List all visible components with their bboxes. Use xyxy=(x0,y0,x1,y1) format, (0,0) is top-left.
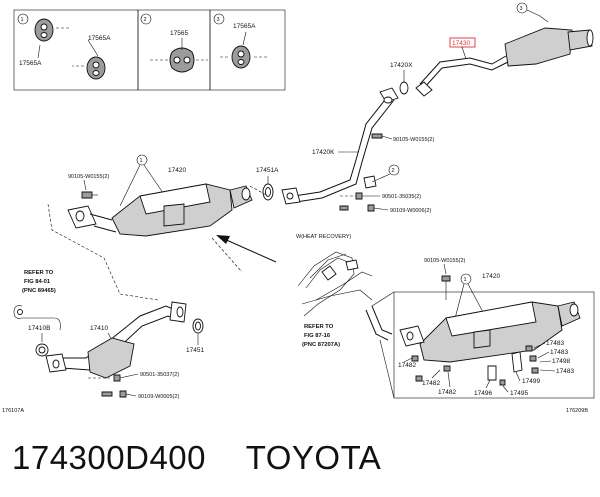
label-17496: 17496 xyxy=(474,390,492,397)
svg-text:2: 2 xyxy=(144,17,147,23)
rubber-hanger-icon xyxy=(231,45,251,69)
part-caption: 174300D400 TOYOTA xyxy=(12,438,592,478)
label-17482: 17482 xyxy=(398,362,416,369)
inset-box-1: 1 17565A 17565A xyxy=(13,9,139,91)
label-17410b: 17410B xyxy=(28,325,50,332)
svg-text:3: 3 xyxy=(520,6,523,12)
inset-box-3: 3 17565A xyxy=(209,9,286,91)
label-90105-w0155: 90105-W0155(2) xyxy=(424,258,465,264)
refer-fig-label: FIG 84-01 xyxy=(24,279,51,285)
lower-left-pipe-17410: REFER TO FIG 84-01 (PNC 89465) 17410B 17… xyxy=(2,270,204,414)
label-17565a: 17565A xyxy=(233,23,256,30)
label-17483: 17483 xyxy=(556,368,574,375)
tail-pipe-assembly: 3 17430 17420X xyxy=(390,2,594,97)
refer-fig-label: FIG 87-16 xyxy=(304,333,331,339)
refer-to-label: REFER TO xyxy=(24,270,54,276)
label-17482: 17482 xyxy=(438,389,456,396)
svg-text:2: 2 xyxy=(392,168,395,174)
label-17565: 17565 xyxy=(170,30,188,37)
refer-pnc-label: (PNC 89465) xyxy=(22,288,56,294)
label-90109-w0006: 90109-W0006(2) xyxy=(390,208,431,214)
label-17499: 17499 xyxy=(522,378,540,385)
label-90105-w0155: 90105-W0155(2) xyxy=(393,137,434,143)
svg-text:1: 1 xyxy=(21,17,24,23)
diagram-code-right: 176209B xyxy=(566,408,588,414)
variant-title: W(HEAT RECOVERY) xyxy=(296,234,351,240)
label-17565a: 17565A xyxy=(19,60,42,67)
heat-recovery-section: W(HEAT RECOVERY) REFER TO FIG 87-16 (PNC… xyxy=(296,234,595,414)
rubber-hanger-icon xyxy=(169,47,195,73)
exhaust-parts-diagram: 1 17565A 17565A 2 17565 xyxy=(2,2,595,414)
rubber-hanger-icon xyxy=(34,18,54,42)
label-90501-35035: 90501-35035(2) xyxy=(382,194,421,200)
diagram-code-left: 176107A xyxy=(2,408,24,414)
label-17420: 17420 xyxy=(482,273,500,280)
label-17420: 17420 xyxy=(168,167,186,174)
label-17483: 17483 xyxy=(546,340,564,347)
svg-text:3: 3 xyxy=(217,17,220,23)
label-17495: 17495 xyxy=(510,390,528,397)
label-17420x: 17420X xyxy=(390,62,413,69)
refer-pnc-label: (PNC 87207A) xyxy=(302,342,340,348)
part-number: 174300D400 xyxy=(12,439,207,476)
label-17420k: 17420K xyxy=(312,149,335,156)
label-17410: 17410 xyxy=(90,325,108,332)
refer-to-label: REFER TO xyxy=(304,324,334,330)
label-90501-35037: 90501-35037(2) xyxy=(140,372,179,378)
label-17451: 17451 xyxy=(186,347,204,354)
label-90105-w0155: 90105-W0155(2) xyxy=(68,174,109,180)
label-90109-w0005: 90109-W0005(2) xyxy=(138,394,179,400)
label-17430: 17430 xyxy=(452,40,470,47)
direction-arrow-icon xyxy=(216,235,277,263)
label-17498: 17498 xyxy=(552,358,570,365)
label-17451a: 17451A xyxy=(256,167,279,174)
label-17565a: 17565A xyxy=(88,35,111,42)
svg-text:1: 1 xyxy=(140,158,143,164)
front-pipe-17420k: 90105-W0155(2) 17420K 2 90501-35035(2) 9… xyxy=(256,87,434,214)
label-17482: 17482 xyxy=(422,380,440,387)
rubber-hanger-icon xyxy=(86,56,106,80)
svg-text:1: 1 xyxy=(464,277,467,283)
brand-name: TOYOTA xyxy=(245,439,382,476)
label-17483: 17483 xyxy=(550,349,568,356)
inset-box-2: 2 17565 xyxy=(137,9,211,91)
left-converter-17420: 90105-W0155(2) 1 17420 xyxy=(47,154,277,301)
